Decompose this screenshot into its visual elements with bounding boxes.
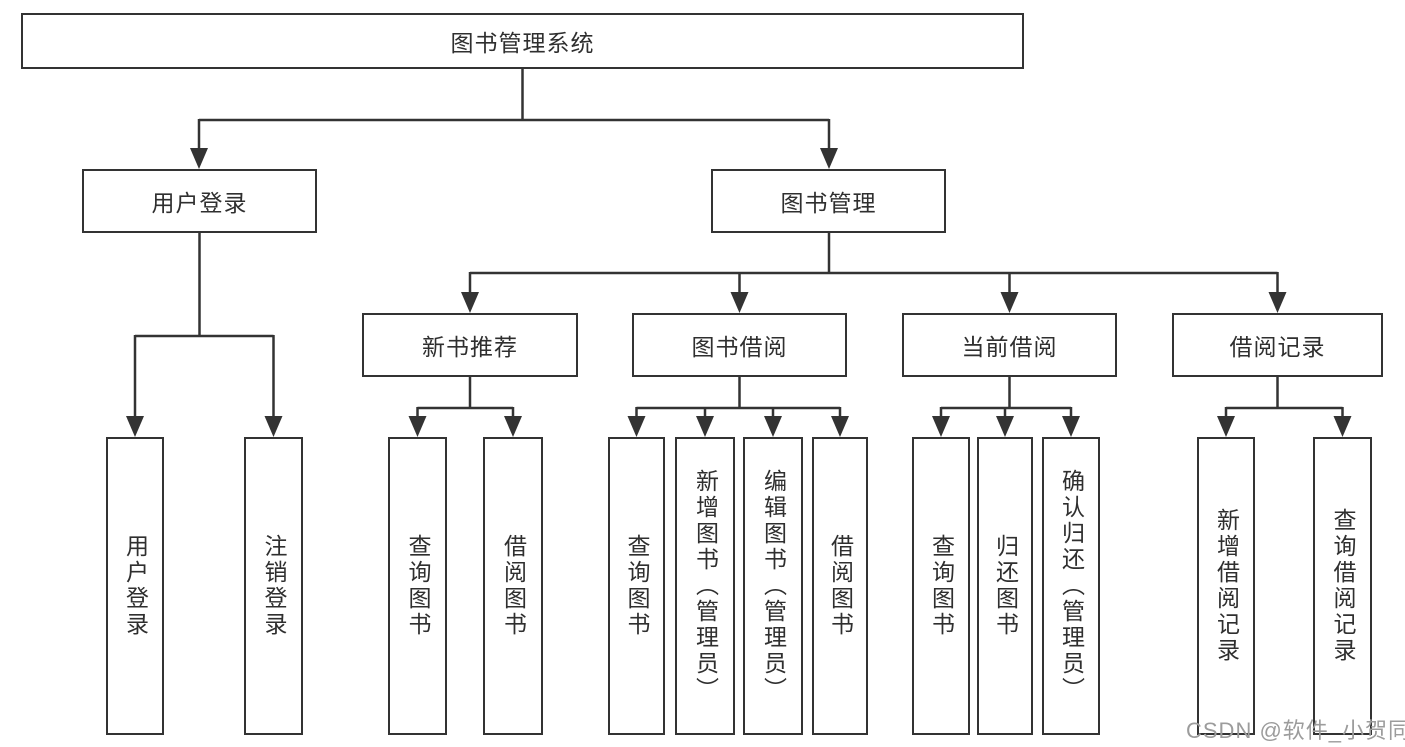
node-book-borrow: 图书借阅 [632, 313, 847, 377]
leaf-query-books-borrow: 查询图书 [608, 437, 665, 735]
leaf-query-books-borrow-label: 查询图书 [624, 534, 650, 638]
leaf-borrow-books-recommend: 借阅图书 [483, 437, 543, 735]
leaf-query-books-current: 查询图书 [912, 437, 970, 735]
node-user-login: 用户登录 [82, 169, 317, 233]
leaf-query-borrow-record: 查询借阅记录 [1313, 437, 1372, 735]
node-new-book-recommend-label: 新书推荐 [422, 334, 518, 360]
connector-paths [133, 69, 1344, 416]
leaf-query-books-recommend-label: 查询图书 [405, 534, 431, 638]
node-current-borrow: 当前借阅 [902, 313, 1117, 377]
leaf-return-books: 归还图书 [977, 437, 1033, 735]
node-borrow-records: 借阅记录 [1172, 313, 1383, 377]
leaf-borrow-books-recommend-label: 借阅图书 [500, 534, 527, 638]
leaf-logout: 注销登录 [244, 437, 303, 735]
node-borrow-records-label: 借阅记录 [1229, 334, 1326, 360]
node-new-book-recommend: 新书推荐 [362, 313, 578, 377]
arrowheads [126, 148, 1352, 437]
node-current-borrow-label: 当前借阅 [961, 334, 1058, 360]
leaf-query-books-recommend: 查询图书 [388, 437, 447, 735]
node-root: 图书管理系统 [21, 13, 1024, 69]
node-book-management: 图书管理 [711, 169, 946, 233]
leaf-add-borrow-record: 新增借阅记录 [1197, 437, 1255, 735]
leaf-confirm-return-admin: 确认归还（管理员） [1042, 437, 1100, 735]
leaf-user-login-label: 用户登录 [122, 534, 149, 638]
leaf-query-books-current-label: 查询图书 [928, 534, 955, 638]
leaf-borrow-books: 借阅图书 [812, 437, 868, 735]
node-book-management-label: 图书管理 [780, 190, 877, 216]
leaf-return-books-label: 归还图书 [992, 534, 1019, 638]
leaf-add-books-admin: 新增图书（管理员） [675, 437, 735, 735]
leaf-add-borrow-record-label: 新增借阅记录 [1213, 508, 1240, 664]
leaf-borrow-books-label: 借阅图书 [827, 534, 854, 638]
leaf-query-borrow-record-label: 查询借阅记录 [1330, 508, 1356, 664]
leaf-logout-label: 注销登录 [261, 534, 287, 638]
node-user-login-label: 用户登录 [151, 190, 248, 216]
watermark: CSDN @软件_小贺同学 [1186, 718, 1405, 743]
leaf-add-books-admin-label: 新增图书（管理员） [692, 469, 719, 703]
leaf-user-login: 用户登录 [106, 437, 164, 735]
leaf-confirm-return-admin-label: 确认归还（管理员） [1058, 469, 1085, 703]
node-book-borrow-label: 图书借阅 [691, 334, 788, 360]
node-root-label: 图书管理系统 [450, 30, 595, 56]
leaf-edit-books-admin-label: 编辑图书（管理员） [760, 469, 787, 703]
leaf-edit-books-admin: 编辑图书（管理员） [743, 437, 803, 735]
